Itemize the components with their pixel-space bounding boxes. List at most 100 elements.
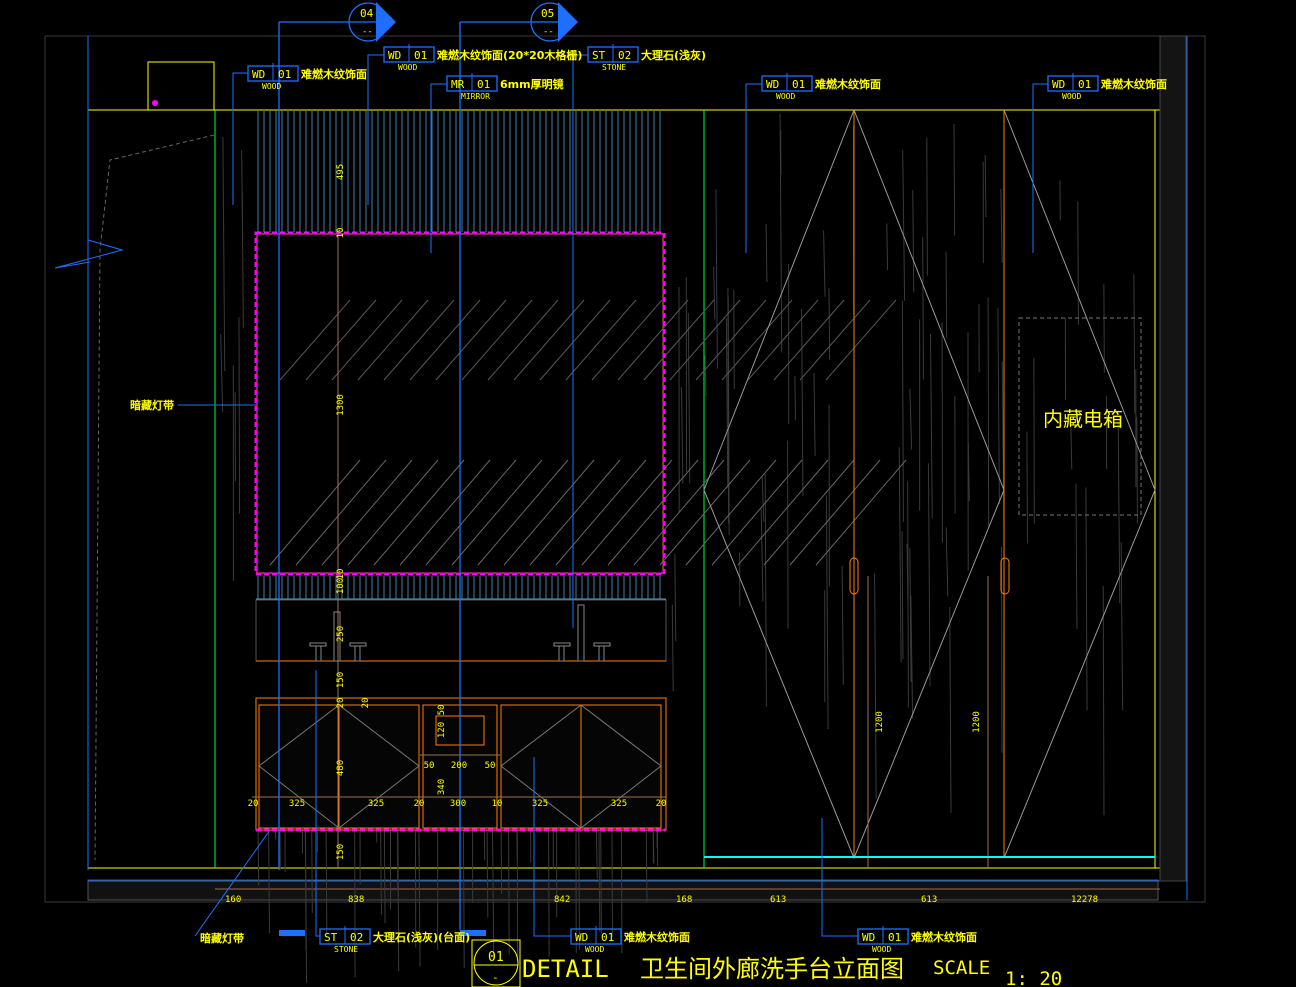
door-swing-right	[1003, 109, 1156, 859]
title-block: 01 - DETAIL 卫生间外廊洗手台立面图 SCALE 1: 20	[471, 939, 1062, 987]
tag-num: 02	[350, 931, 363, 944]
dimension-label: 168	[676, 895, 692, 905]
hidden-light-label: 暗藏灯带	[200, 931, 244, 945]
dimension-label: 1200	[875, 711, 885, 733]
tag-text: 难燃木纹饰面	[814, 77, 881, 91]
tag-sub: MIRROR	[461, 92, 490, 101]
dimension-label: 842	[554, 895, 570, 905]
floor-hatch	[87, 879, 1159, 901]
section-marker-04[interactable]: 04 --	[278, 2, 396, 936]
tag-sub: WOOD	[776, 92, 795, 101]
svg-text:卫生间外廊洗手台立面图: 卫生间外廊洗手台立面图	[640, 955, 904, 983]
dimension-label: 20	[656, 799, 667, 809]
dimension-label: 325	[368, 799, 384, 809]
tag-text: 难燃木纹饰面	[300, 67, 367, 81]
tag-code: ST	[592, 49, 606, 62]
door-handle	[849, 557, 859, 595]
tag-code: ST	[324, 931, 338, 944]
tag-text: 6mm厚明镜	[500, 77, 564, 91]
dimension-label: 838	[348, 895, 364, 905]
break-line	[54, 239, 124, 269]
dimension-label: 160	[225, 895, 241, 905]
electric-box	[1018, 317, 1142, 516]
faucet-left	[309, 611, 367, 662]
tag-num: 02	[618, 49, 631, 62]
backsplash	[255, 599, 667, 662]
dimension-label: 12278	[1071, 895, 1098, 905]
faucet-right	[553, 604, 611, 662]
tag-num: 01	[792, 78, 805, 91]
section-marker-05[interactable]: 05 --	[459, 2, 578, 936]
dimension-label: 10	[336, 228, 346, 239]
tag-sub: WOOD	[585, 945, 604, 954]
dimension-label: 20	[336, 698, 346, 709]
drawing-frame	[44, 35, 1206, 903]
tag-code: WD	[388, 49, 401, 62]
tag-sub: WOOD	[1062, 92, 1081, 101]
dimension-label: 300	[450, 799, 466, 809]
dimension-label: 613	[770, 895, 786, 905]
dimension-label: 250	[336, 626, 346, 642]
dimension-label: 613	[921, 895, 937, 905]
tag-num: 01	[414, 49, 427, 62]
dashed-outline	[94, 134, 215, 861]
door-swing-left	[703, 108, 1005, 860]
tag-num: 01	[888, 931, 901, 944]
hidden-light-label: 暗藏灯带	[130, 398, 174, 412]
dimension-label: 20	[248, 799, 259, 809]
svg-text:04: 04	[360, 7, 374, 20]
ceiling-detail	[147, 61, 215, 111]
svg-text:--: --	[362, 27, 373, 37]
tag-sub: STONE	[334, 945, 358, 954]
door-handle	[1000, 557, 1010, 595]
mirror-hatch	[269, 299, 907, 566]
dimension-label: 10	[492, 799, 503, 809]
dimension-label: 340	[437, 779, 447, 795]
dimension-label: 325	[532, 799, 548, 809]
tag-text: 难燃木纹饰面	[910, 930, 977, 944]
tag-text: 大理石(浅灰)(台面)	[373, 930, 470, 944]
dimension-label: 20	[361, 698, 371, 709]
dimension-label: 50	[437, 705, 447, 716]
dimension-label: 325	[611, 799, 627, 809]
tag-code: WD	[1052, 78, 1065, 91]
dimension-label: 120	[437, 722, 447, 738]
dimension-label: 10	[336, 569, 346, 580]
svg-text:SCALE: SCALE	[933, 957, 990, 979]
tag-code: WD	[766, 78, 779, 91]
dimension-label: 495	[336, 164, 346, 180]
dimension-label: 150	[336, 844, 346, 860]
tag-text: 难燃木纹饰面	[1100, 77, 1167, 91]
svg-text:DETAIL: DETAIL	[522, 955, 609, 983]
svg-text:01: 01	[488, 950, 504, 965]
tag-num: 01	[1078, 78, 1091, 91]
tag-code: WD	[575, 931, 588, 944]
dimension-label: 1200	[972, 711, 982, 733]
tag-num: 01	[601, 931, 614, 944]
tag-num: 01	[477, 78, 490, 91]
wood-grille-slats	[256, 111, 666, 600]
dimension-label: 50	[424, 761, 435, 771]
tag-code: WD	[252, 68, 265, 81]
dimension-label: 20	[414, 799, 425, 809]
svg-text:1: 20: 1: 20	[1005, 968, 1062, 987]
dimension-label: 100	[336, 578, 346, 594]
svg-text:--: --	[543, 27, 554, 37]
tag-sub: WOOD	[872, 945, 891, 954]
vanity-cabinet	[255, 697, 667, 831]
tag-sub: STONE	[602, 63, 626, 72]
tag-text: 大理石(浅灰)	[641, 48, 706, 62]
tag-text: 难燃木纹饰面	[623, 930, 690, 944]
tag-sub: WOOD	[262, 82, 281, 91]
svg-text:05: 05	[541, 7, 554, 20]
dimension-label: 50	[485, 761, 496, 771]
